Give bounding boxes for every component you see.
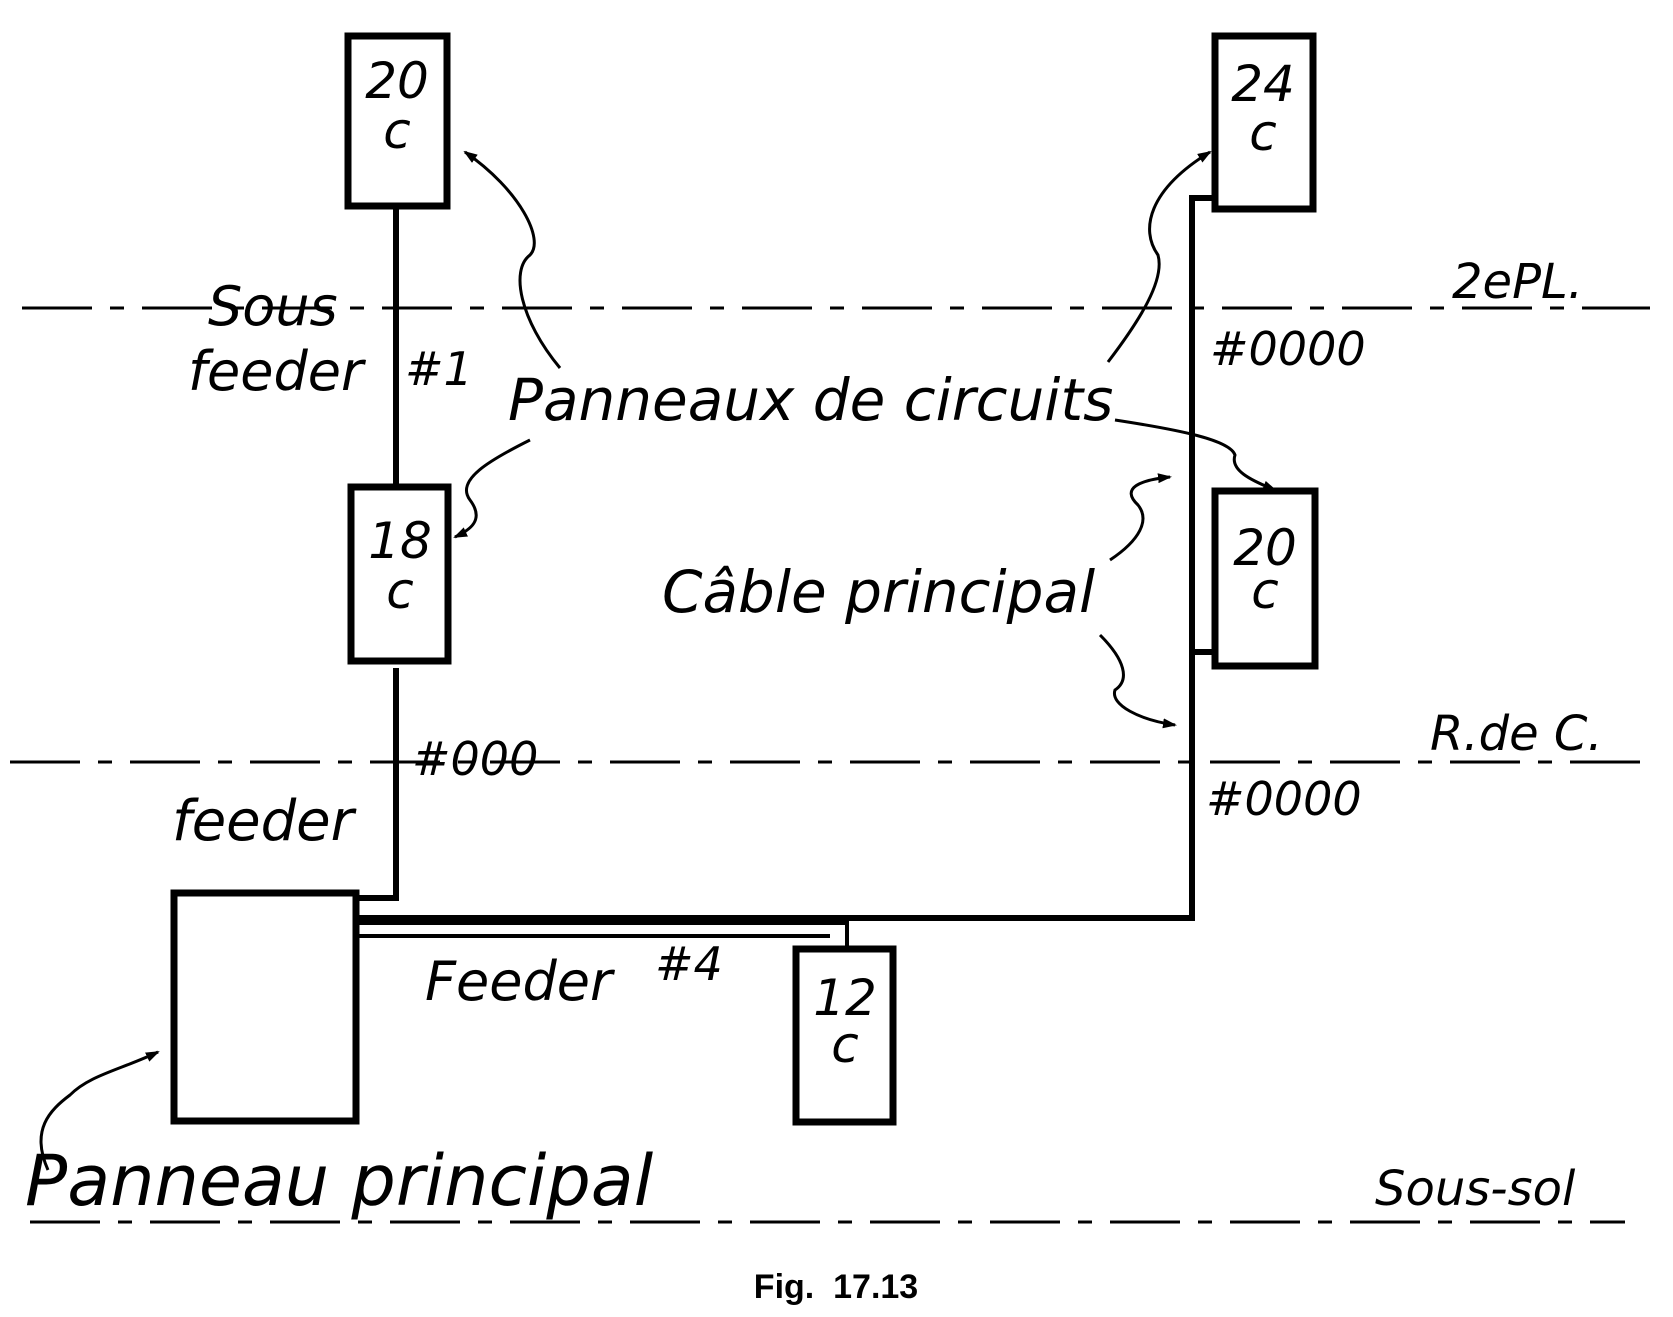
feeder-4-wire-a — [352, 921, 849, 949]
main-cable-wire — [352, 195, 1215, 921]
panel-bottom-num: 12 — [813, 969, 877, 1027]
panel-bottom — [792, 945, 897, 1126]
main-panel — [170, 889, 360, 1125]
feeder-000-wire — [352, 668, 399, 901]
label-awg-0000-top: #0000 — [1210, 322, 1366, 376]
leader-to-left-top-panel — [463, 150, 562, 369]
panel-right-top — [1211, 32, 1317, 213]
panel-left-mid — [347, 483, 452, 665]
panel-right-mid-unit: c — [1251, 562, 1279, 620]
label-awg-0000-bottom: #0000 — [1206, 772, 1362, 826]
panel-left-mid-unit: c — [386, 562, 414, 620]
panel-left-top-unit: c — [383, 102, 411, 160]
panel-right-mid — [1211, 487, 1319, 670]
leader-cable-to-riser-top — [1109, 473, 1172, 562]
panel-bottom-unit: c — [831, 1016, 859, 1074]
label-panneaux-de-circuits: Panneaux de circuits — [508, 366, 1113, 434]
panel-right-mid-num: 20 — [1233, 519, 1297, 577]
label-awg-000: #000 — [412, 732, 538, 786]
leader-to-right-mid-panel — [1114, 418, 1277, 492]
figure-caption: Fig. 17.13 — [754, 1268, 918, 1306]
label-cable-principal: Câble principal — [662, 558, 1095, 626]
leader-to-right-top-panel — [1106, 150, 1212, 363]
leader-to-left-mid-panel — [453, 438, 531, 539]
leader-to-main-panel — [39, 1050, 160, 1171]
panel-left-mid-num: 18 — [368, 512, 432, 570]
panel-right-top-unit: c — [1249, 104, 1277, 162]
label-feeder: feeder — [172, 789, 357, 854]
panel-right-top-num: 24 — [1231, 55, 1295, 113]
leader-cable-to-riser-bottom — [1098, 633, 1177, 729]
label-feeder4: Feeder — [425, 950, 615, 1013]
panel-left-top — [344, 32, 451, 210]
label-panneau-principal: Panneau principal — [25, 1140, 654, 1222]
floor-label-basement: Sous-sol — [1375, 1161, 1576, 1217]
label-sous-feeder: feeder — [188, 340, 366, 403]
floor-label-second: 2ePL. — [1452, 254, 1583, 310]
panel-left-top-num: 20 — [365, 52, 429, 110]
label-sous: Sous — [208, 275, 338, 338]
label-num4: #4 — [655, 937, 723, 991]
floor-label-ground: R.de C. — [1430, 706, 1603, 762]
label-num1: #1 — [405, 342, 473, 396]
